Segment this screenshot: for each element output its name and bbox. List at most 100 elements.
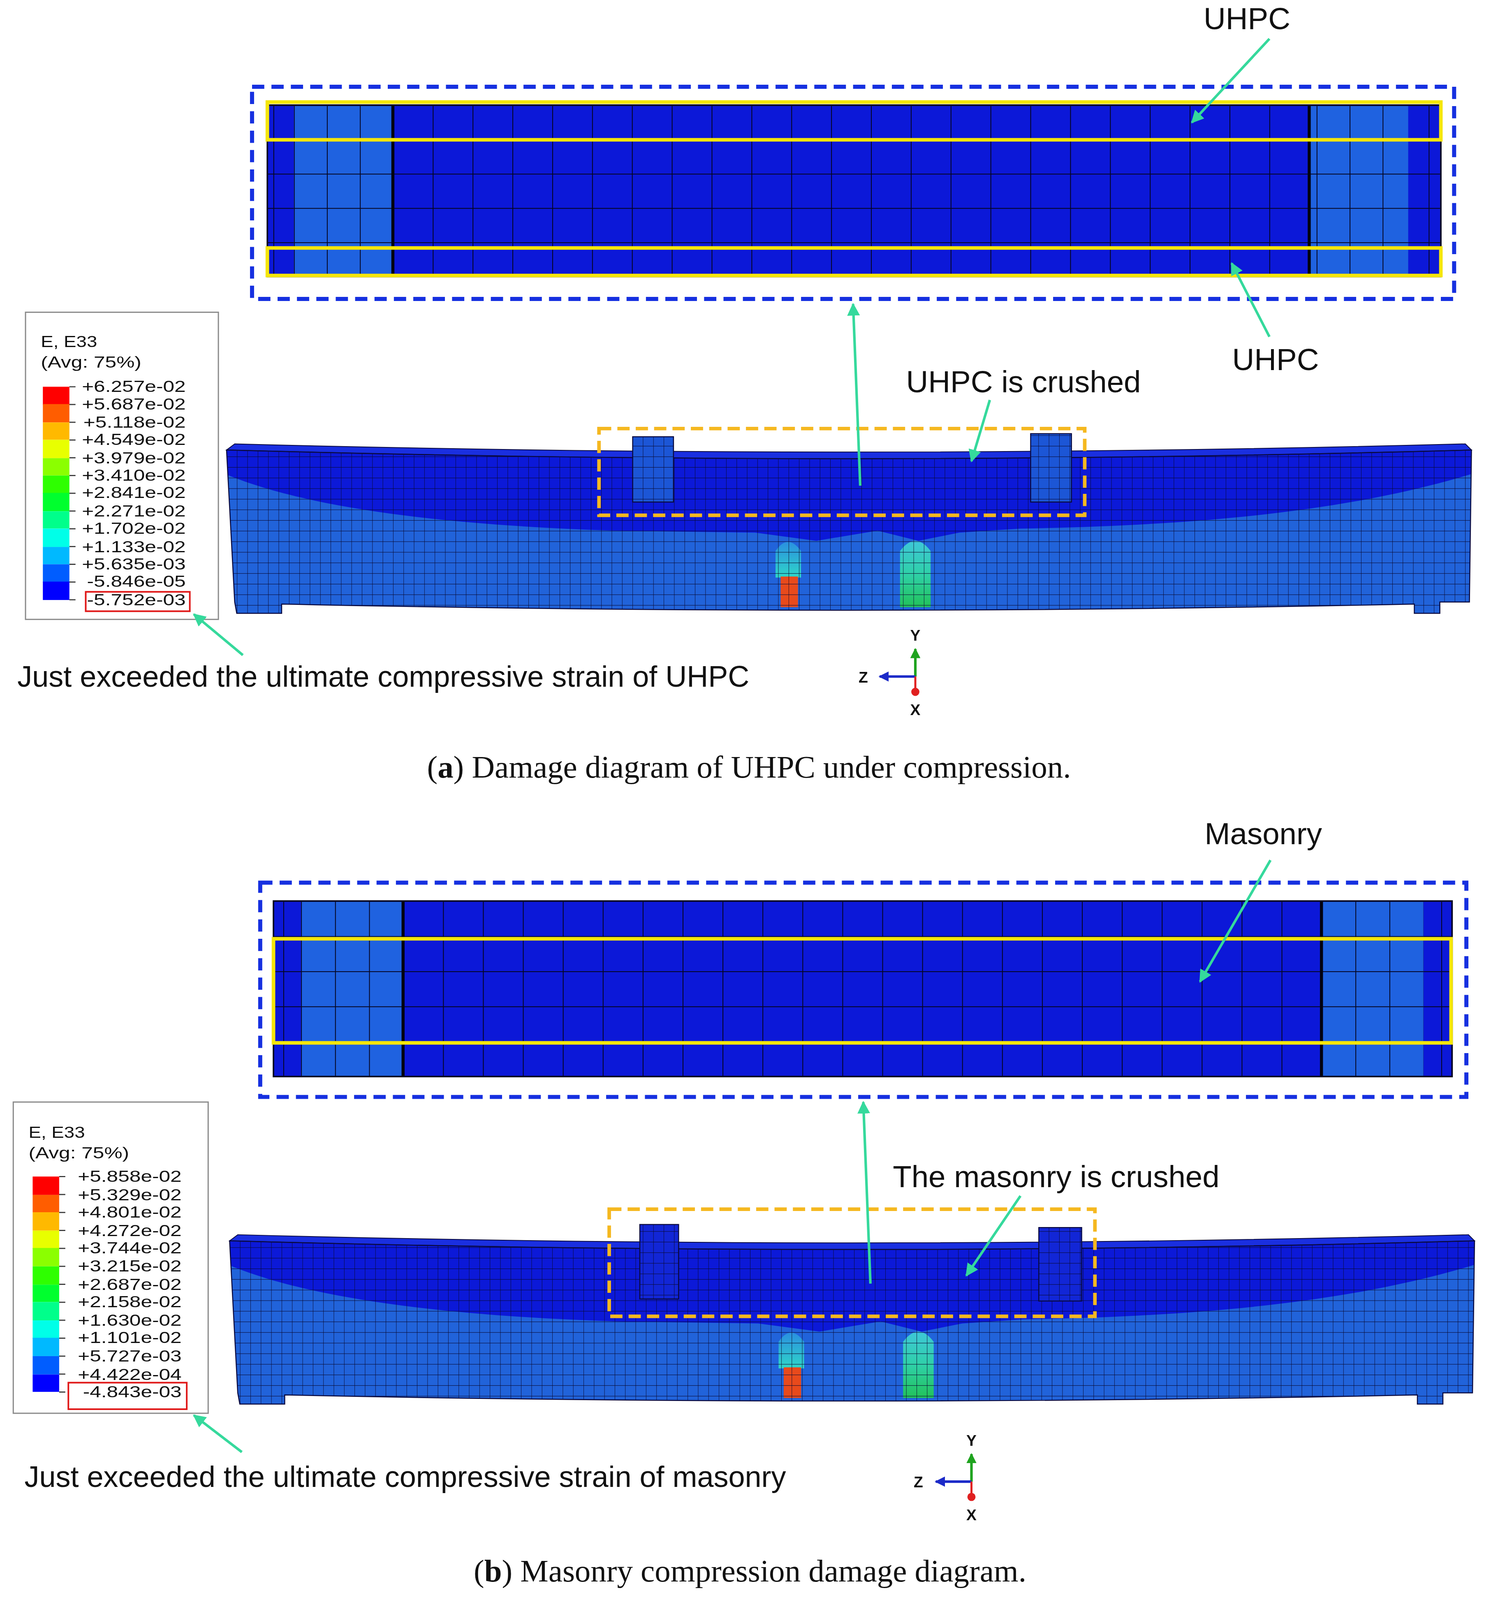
- figure-part: [260, 882, 1467, 1098]
- axis-label: Y: [910, 627, 921, 645]
- callout-label: The masonry is crushed: [892, 1159, 1220, 1194]
- axis-triad: [879, 648, 920, 696]
- legend-value: -5.846e-05: [0, 573, 186, 592]
- legend-value: +1.133e-02: [0, 537, 186, 556]
- figure-part: [252, 86, 1455, 299]
- figure-part: [391, 105, 395, 277]
- figure-part: [853, 303, 861, 486]
- figure-part: [273, 900, 1452, 1077]
- figure-part: [935, 1480, 972, 1483]
- legend-swatch: [32, 1212, 60, 1231]
- figure-part: [879, 675, 916, 678]
- zoom-panel: [260, 882, 1467, 1098]
- figure-part: [1307, 105, 1311, 277]
- axis-label: Z: [913, 1474, 924, 1492]
- figure-part: [273, 900, 1452, 1077]
- legend-title: E, E33: [28, 1123, 85, 1142]
- figure-part: [294, 105, 394, 277]
- legend-value: -4.843e-03: [0, 1382, 182, 1401]
- legend-value: +3.744e-02: [0, 1239, 182, 1258]
- legend-value: +2.841e-02: [0, 484, 186, 503]
- figure-part: [966, 1195, 1021, 1276]
- legend-value: +1.101e-02: [0, 1328, 182, 1348]
- figure-part: [863, 1102, 871, 1284]
- axis-triad: [935, 1454, 976, 1501]
- figure-part: [967, 1492, 976, 1501]
- figure-part: [970, 1454, 973, 1482]
- legend-value: +4.422e-04: [0, 1365, 182, 1384]
- figure-part: [1321, 900, 1424, 1077]
- figure-part: [194, 614, 244, 656]
- figure-part: [911, 687, 920, 697]
- figure-part: [267, 247, 1441, 276]
- figure-part: [632, 436, 674, 503]
- legend-value: +3.979e-02: [0, 448, 186, 467]
- legend-swatch: [32, 1176, 60, 1195]
- callout-label: UHPC: [1203, 1, 1291, 36]
- figure-part: [639, 1224, 679, 1299]
- axis-label: Z: [858, 669, 869, 686]
- legend-swatch: [42, 386, 70, 405]
- axis-label: X: [966, 1507, 977, 1524]
- legend-swatch: [42, 493, 70, 512]
- figure-part: [267, 105, 1441, 277]
- legend-value: +1.630e-02: [0, 1311, 182, 1330]
- figure-part: [59, 1176, 66, 1394]
- legend-swatch: [42, 475, 70, 494]
- region-box: [599, 428, 1085, 516]
- note-label: Just exceeded the ultimate compressive s…: [17, 661, 750, 694]
- legend-value: +4.801e-02: [0, 1203, 182, 1222]
- legend-value: +5.635e-03: [0, 555, 186, 574]
- legend-value: +2.158e-02: [0, 1293, 182, 1312]
- legend-value: +5.727e-03: [0, 1347, 182, 1366]
- legend-swatch: [42, 404, 70, 423]
- axis-label: X: [910, 701, 921, 719]
- callout-label: UHPC: [1232, 342, 1320, 377]
- figure-part: [1038, 1227, 1082, 1302]
- legend-title: E, E33: [40, 332, 98, 351]
- legend-value: +4.549e-02: [0, 430, 186, 450]
- legend-swatch: [32, 1194, 60, 1213]
- region-box: [609, 1209, 1096, 1317]
- legend-swatch: [42, 457, 70, 476]
- leader-arrows: [194, 860, 1271, 1452]
- legend-swatch: [32, 1248, 60, 1267]
- figure-part: [1231, 263, 1270, 337]
- beam-model: [207, 1219, 1494, 1424]
- figure-part: [69, 386, 76, 601]
- legend-swatch: [42, 439, 70, 459]
- figure-part: [300, 900, 403, 1077]
- legend-value: +1.702e-02: [0, 519, 186, 538]
- legend-swatch: [32, 1374, 60, 1393]
- legend-swatch: [32, 1266, 60, 1285]
- legend-value: +5.329e-02: [0, 1185, 182, 1204]
- legend-swatch: [32, 1302, 60, 1321]
- note-label: Just exceeded the ultimate compressive s…: [24, 1461, 787, 1494]
- legend-value: -5.752e-03: [0, 590, 186, 609]
- legend-swatch: [32, 1230, 60, 1249]
- axis-label: Y: [966, 1432, 977, 1450]
- legend-swatch: [42, 564, 70, 583]
- figure-part: [267, 101, 1441, 140]
- legend-swatch: [32, 1338, 60, 1357]
- figure-part: [639, 1224, 679, 1299]
- legend-value: +5.858e-02: [0, 1167, 182, 1186]
- legend-subtitle: (Avg: 75%): [28, 1143, 130, 1163]
- figure-part: [300, 900, 403, 1077]
- legend-swatch: [42, 546, 70, 565]
- figure-caption: (a) Damage diagram of UHPC under compres…: [426, 750, 1071, 785]
- figure-part: [194, 1415, 243, 1452]
- legend-value: +4.272e-02: [0, 1221, 182, 1240]
- figure-part: [273, 938, 1452, 1043]
- figure-part: [1030, 433, 1072, 503]
- figure-part: [1038, 1227, 1082, 1302]
- beam-model: [203, 428, 1490, 633]
- legend-swatch: [32, 1320, 60, 1339]
- legend-value: +3.410e-02: [0, 466, 186, 485]
- figure-part: [914, 648, 917, 677]
- legend-value: +2.687e-02: [0, 1275, 182, 1294]
- figure-part: [267, 105, 1441, 277]
- legend-swatch: [42, 528, 70, 547]
